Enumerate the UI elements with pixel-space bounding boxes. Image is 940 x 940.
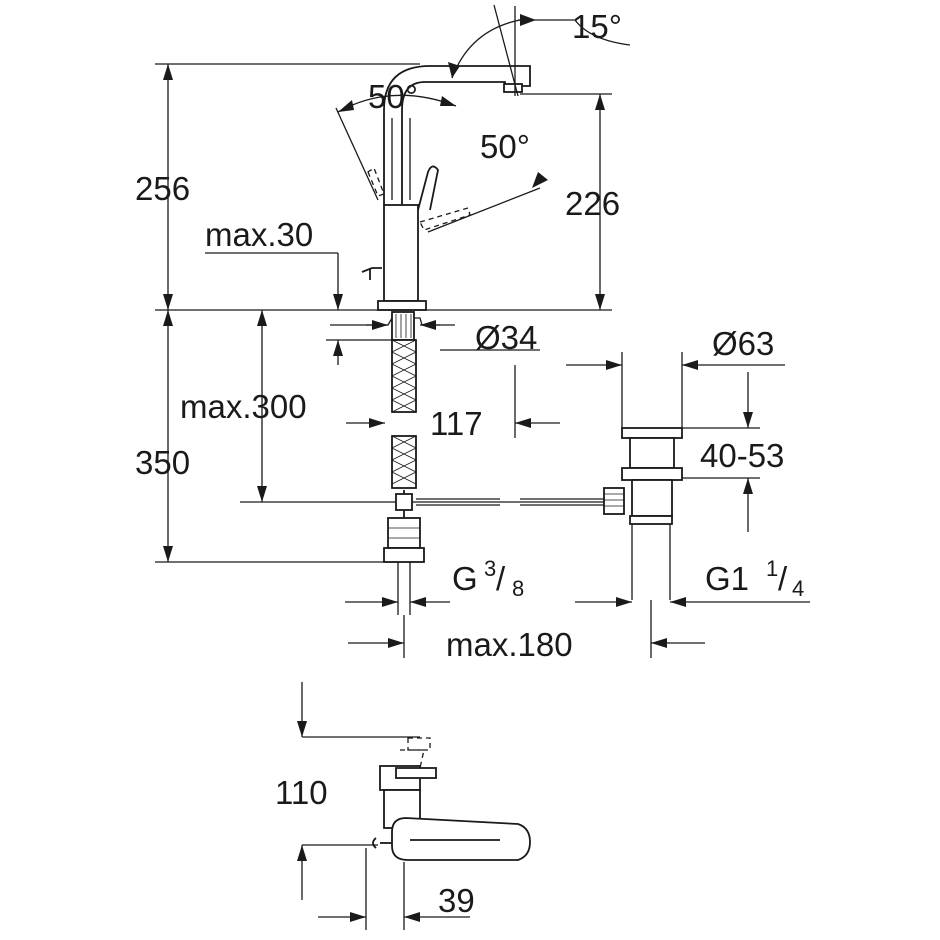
- dim-g38-prefix: G: [452, 560, 478, 597]
- dim-226: 226: [565, 185, 620, 222]
- dim-line-256: [163, 64, 173, 310]
- angle-50-right: 50°: [480, 128, 530, 165]
- dim-40-53: 40-53: [700, 437, 784, 474]
- side-view-faucet: [372, 737, 531, 861]
- dim-g114-denominator: 4: [792, 576, 804, 601]
- dim-g38-slash: /: [496, 560, 506, 597]
- dim-max180: max.180: [446, 626, 573, 663]
- waste-assembly: [603, 427, 683, 600]
- dim-line-g114: [575, 597, 810, 607]
- dim-max30: max.30: [205, 216, 313, 253]
- dim-line-max300: [257, 310, 267, 502]
- popup-rod: [395, 493, 604, 511]
- dim-line-d63: [566, 352, 785, 428]
- dim-g38-numerator: 3: [484, 556, 496, 581]
- dim-line-110: [297, 682, 420, 900]
- dim-line-max180: [348, 600, 705, 658]
- dim-g114-slash: /: [778, 560, 788, 597]
- dim-max300: max.300: [180, 388, 307, 425]
- dim-g114-numerator: 1: [766, 556, 778, 581]
- dim-line-39: [318, 848, 470, 930]
- dim-d34: Ø34: [475, 319, 537, 356]
- faucet-body: [361, 65, 531, 311]
- dim-39: 39: [438, 882, 475, 919]
- dim-line-350: [163, 310, 173, 562]
- angle-15: 15°: [572, 8, 622, 45]
- dim-g114-prefix: G1: [705, 560, 749, 597]
- dim-line-g38: [345, 562, 450, 615]
- dim-line-117: [346, 365, 560, 438]
- lever-swing-positions: [335, 107, 541, 233]
- dim-g38-denominator: 8: [512, 576, 524, 601]
- dim-line-d34: [366, 320, 540, 351]
- angle-arcs: [337, 4, 631, 188]
- dim-line-max30: [205, 252, 395, 365]
- angle-50-left: 50°: [368, 78, 418, 115]
- dim-350: 350: [135, 444, 190, 481]
- dim-d63: Ø63: [712, 325, 774, 362]
- dim-256: 256: [135, 170, 190, 207]
- dim-117: 117: [430, 405, 483, 442]
- dim-line-40-53: [682, 372, 760, 532]
- dim-line-226: [595, 94, 605, 310]
- dim-110: 110: [275, 774, 328, 811]
